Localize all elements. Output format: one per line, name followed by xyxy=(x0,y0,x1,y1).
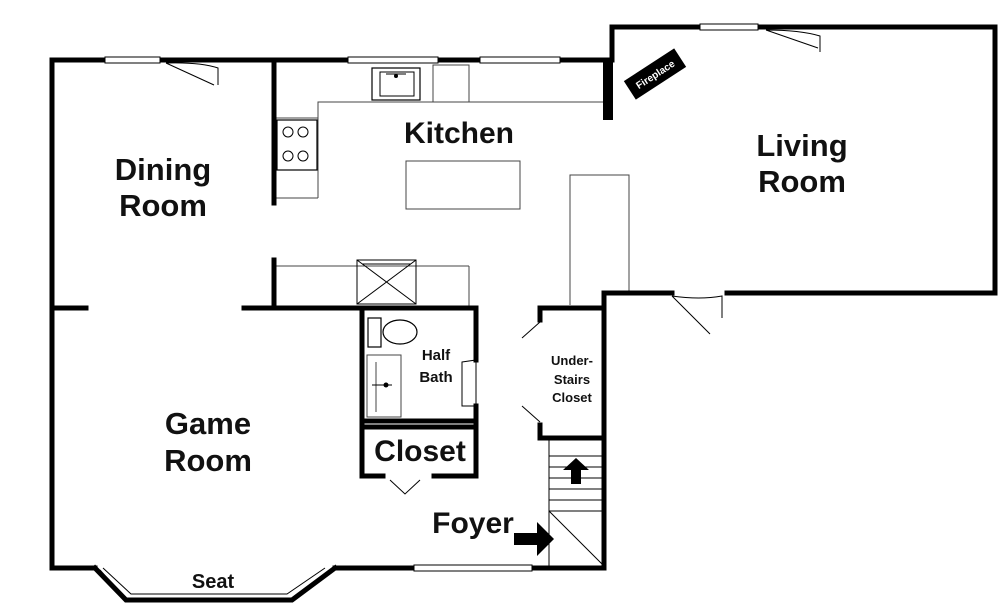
dining-room-label-line-1: Dining xyxy=(115,152,211,187)
game-room-label-line-2: Room xyxy=(164,443,252,478)
fireplace: Fireplace xyxy=(623,48,687,100)
dining-room-label-line-2: Room xyxy=(119,188,207,223)
entry-arrow-icon xyxy=(514,522,554,556)
half-bath-label-line-1: Half xyxy=(422,347,451,364)
stairs-up-arrow-icon xyxy=(563,458,589,484)
kitchen-counters xyxy=(274,101,630,307)
room-labels: Dining Room Kitchen Living Room Half Bat… xyxy=(115,117,848,593)
living-room-label-line-2: Room xyxy=(758,164,846,199)
under-stairs-closet-label-line-2: Stairs xyxy=(554,372,590,387)
toilet xyxy=(367,317,418,348)
closet-label: Closet xyxy=(374,435,466,468)
stove xyxy=(276,119,318,171)
half-bath-label-line-2: Bath xyxy=(419,369,452,386)
doors xyxy=(165,29,821,495)
foyer-label: Foyer xyxy=(432,507,514,540)
refrigerator xyxy=(356,259,417,305)
under-stairs-closet-label-line-1: Under- xyxy=(551,353,593,368)
kitchen-label: Kitchen xyxy=(404,117,514,150)
living-room-label-line-1: Living xyxy=(756,128,847,163)
windows xyxy=(104,23,759,572)
seat-label: Seat xyxy=(192,571,235,593)
bay-window-seat xyxy=(91,564,339,603)
bath-vanity xyxy=(366,354,402,418)
game-room-label-line-1: Game xyxy=(165,406,251,441)
walls xyxy=(49,24,998,571)
kitchen-island xyxy=(405,160,521,210)
dishwasher xyxy=(432,64,470,103)
under-stairs-closet-label-line-3: Closet xyxy=(552,390,592,405)
kitchen-sink xyxy=(371,67,421,101)
